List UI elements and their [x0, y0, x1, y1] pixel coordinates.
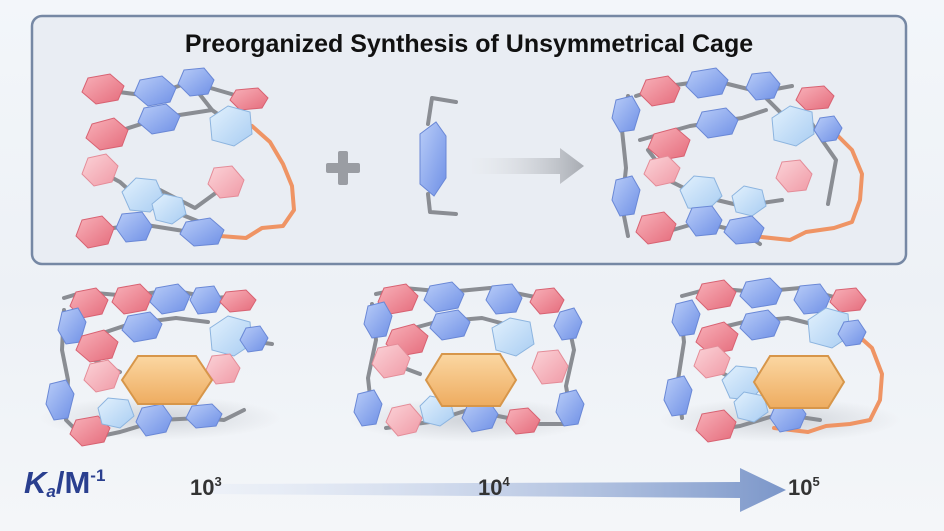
blue-ring: [353, 389, 383, 427]
light-pink-ring: [693, 345, 731, 379]
pink-ring: [505, 407, 541, 435]
reaction-arrow-icon: [472, 148, 584, 184]
pink-ring: [85, 117, 129, 151]
affinity-value-2: 104: [478, 474, 510, 501]
blue-ring: [837, 319, 867, 347]
pink-ring: [111, 283, 153, 315]
pink-ring: [647, 127, 691, 161]
pink-ring: [377, 283, 419, 315]
orange-linker: [750, 132, 864, 242]
blue-ring: [739, 277, 783, 309]
blue-ring: [239, 325, 269, 353]
light-pink-ring: [531, 349, 569, 385]
blue-ring: [485, 283, 523, 315]
pink-ring: [219, 289, 257, 313]
blue-ring: [423, 281, 465, 313]
ka-symbol: K: [24, 465, 47, 500]
blue-ring: [177, 67, 215, 97]
affinity-value-3: 105: [788, 474, 820, 501]
blue-ring: [739, 309, 781, 341]
trend-arrow-icon: [208, 468, 786, 512]
ka-subscript: a: [46, 482, 56, 501]
affinity-base: 10: [788, 475, 813, 500]
light-blue-ring: [491, 317, 535, 357]
blue-ring: [745, 71, 781, 101]
blue-ring: [121, 311, 163, 343]
light-blue-ring: [209, 315, 253, 357]
blue-ring: [685, 67, 729, 99]
pink-ring: [795, 85, 835, 111]
pink-ring: [695, 321, 739, 355]
blue-ring: [611, 95, 641, 133]
pink-ring: [75, 215, 115, 249]
pink-ring: [69, 415, 111, 447]
blue-ring: [611, 175, 641, 217]
pink-ring: [829, 287, 867, 313]
light-pink-ring: [83, 359, 121, 393]
blue-ring: [179, 217, 225, 247]
complex-1: [40, 283, 280, 447]
guest-hexagon: [120, 355, 214, 405]
guest-hexagon: [752, 355, 846, 409]
orange-linker: [772, 328, 884, 434]
affinity-base: 10: [478, 475, 503, 500]
pink-ring: [229, 87, 269, 111]
pink-ring: [81, 73, 125, 105]
blue-ring: [555, 389, 585, 427]
blue-ring: [115, 211, 153, 243]
pink-ring: [75, 329, 119, 363]
light-pink-ring: [207, 165, 245, 199]
blue-ring: [671, 299, 701, 337]
blue-ring: [363, 301, 393, 339]
complex-2: [350, 281, 590, 442]
blue-ring: [149, 283, 191, 315]
blue-ring: [185, 403, 223, 429]
light-blue-ring: [771, 105, 815, 147]
blue-ring: [133, 75, 177, 107]
ka-unit: /M: [55, 465, 91, 500]
association-constant-label: Ka/M-1: [24, 465, 105, 502]
orange-linker: [218, 124, 296, 240]
light-pink-ring: [385, 403, 423, 437]
light-pink-ring: [643, 155, 681, 187]
blue-ring: [137, 103, 181, 135]
blue-ring: [429, 309, 471, 341]
light-blue-ring: [97, 397, 135, 429]
affinity-exponent: 4: [502, 474, 510, 489]
guest-hexagon: [424, 353, 518, 407]
blue-ring: [663, 375, 693, 417]
light-pink-ring: [775, 159, 813, 193]
blue-ring: [695, 107, 739, 139]
affinity-exponent: 5: [812, 474, 820, 489]
pink-ring: [695, 279, 737, 311]
precursor-structure: [75, 67, 296, 249]
affinity-base: 10: [190, 475, 215, 500]
blue-ring: [45, 379, 75, 421]
light-blue-ring: [151, 193, 187, 225]
blue-ring: [553, 307, 583, 341]
light-pink-ring: [81, 153, 119, 187]
affinity-value-1: 103: [190, 474, 222, 501]
linker-molecule: [419, 96, 458, 216]
blue-ring: [685, 205, 723, 237]
blue-ring: [723, 215, 765, 245]
plus-icon: [326, 151, 360, 185]
light-blue-ring: [209, 105, 253, 147]
affinity-exponent: 3: [214, 474, 222, 489]
light-pink-ring: [371, 343, 411, 379]
blue-ring: [189, 285, 223, 315]
pink-ring: [695, 409, 737, 443]
light-blue-ring: [807, 307, 851, 349]
pink-ring: [635, 211, 677, 245]
complex-3: [660, 277, 900, 443]
panel-title: Preorganized Synthesis of Unsymmetrical …: [184, 30, 754, 58]
blue-ring: [813, 115, 843, 143]
pink-ring: [639, 75, 681, 107]
pink-ring: [529, 287, 565, 315]
product-cage: [611, 67, 864, 246]
ka-unit-exponent: -1: [90, 466, 106, 485]
